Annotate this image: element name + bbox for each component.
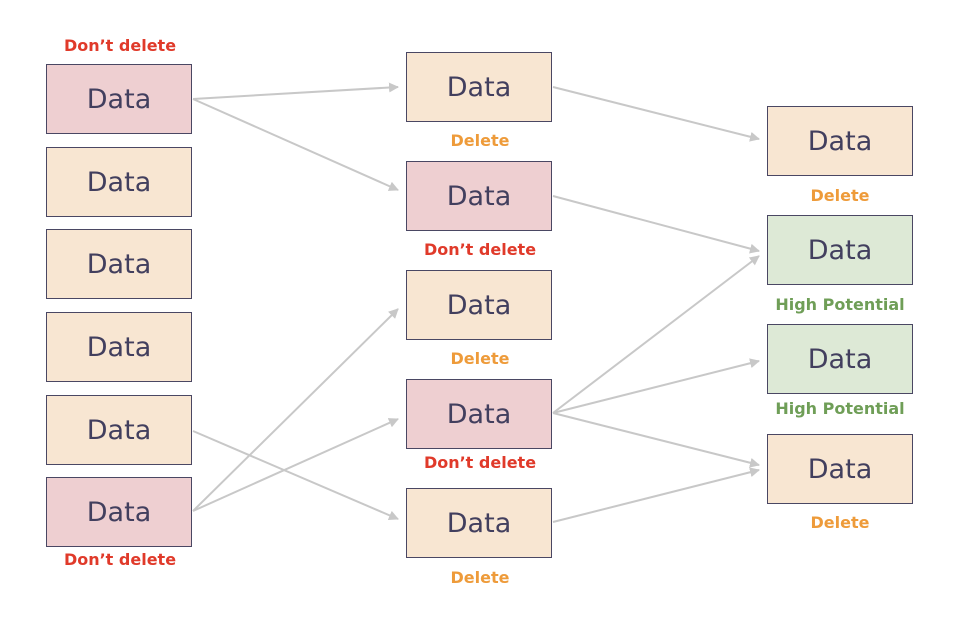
data-node[interactable]: Data: [406, 52, 552, 122]
data-node[interactable]: Data: [767, 434, 913, 504]
label-delete: Delete: [810, 186, 870, 205]
data-node[interactable]: Data: [406, 379, 552, 449]
edge-c2n4-c3n4: [552, 412, 760, 468]
edge-c1n6-c2n4: [192, 418, 399, 512]
data-node[interactable]: Data: [46, 395, 192, 465]
label-high-potential: High Potential: [775, 399, 905, 418]
data-node[interactable]: Data: [767, 324, 913, 394]
data-node[interactable]: Data: [46, 229, 192, 299]
edge-c1n1-c2n2: [192, 98, 399, 191]
edge-c2n1-c3n1: [552, 86, 760, 142]
data-node[interactable]: Data: [406, 488, 552, 558]
edge-c2n2-c3n2: [552, 195, 760, 254]
data-node[interactable]: Data: [767, 215, 913, 285]
data-node[interactable]: Data: [46, 312, 192, 382]
data-node[interactable]: Data: [406, 161, 552, 231]
data-node[interactable]: Data: [46, 147, 192, 217]
label-dont-delete: Don’t delete: [423, 453, 537, 472]
label-dont-delete: Don’t delete: [63, 36, 177, 55]
data-node[interactable]: Data: [46, 64, 192, 134]
edge-c1n6-c2n3: [192, 308, 399, 512]
edge-c1n1-c2n1: [192, 82, 399, 100]
edge-c2n5-c3n4: [552, 467, 760, 523]
edge-c2n4-c3n3: [552, 358, 760, 414]
label-high-potential: High Potential: [775, 295, 905, 314]
label-delete: Delete: [450, 349, 510, 368]
data-node[interactable]: Data: [406, 270, 552, 340]
label-dont-delete: Don’t delete: [63, 550, 177, 569]
label-dont-delete: Don’t delete: [423, 240, 537, 259]
label-delete: Delete: [450, 568, 510, 587]
data-node[interactable]: Data: [767, 106, 913, 176]
label-delete: Delete: [450, 131, 510, 150]
edge-c1n5-c2n5: [192, 430, 399, 521]
label-delete: Delete: [810, 513, 870, 532]
edge-c2n4-c3n2: [552, 255, 760, 414]
data-node[interactable]: Data: [46, 477, 192, 547]
